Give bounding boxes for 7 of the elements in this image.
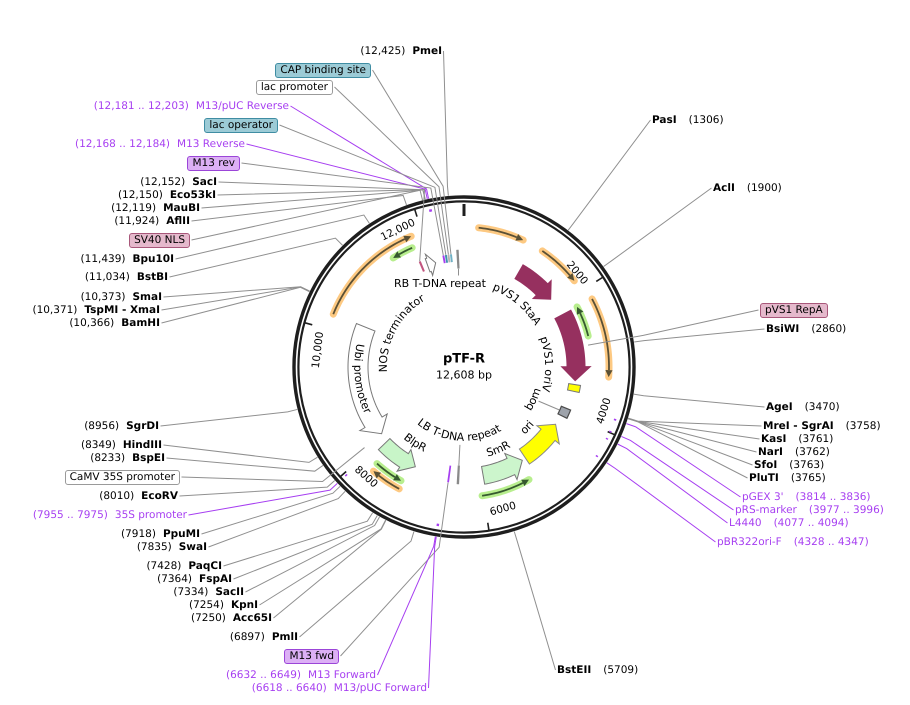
scale-label: 10,000 — [310, 330, 326, 369]
plasmid-name: pTF-R — [442, 352, 486, 366]
feature-label: ori — [518, 418, 537, 437]
plasmid-size: 12,608 bp — [436, 368, 492, 382]
scale-label: 4000 — [594, 396, 614, 426]
scale-label: 6000 — [488, 499, 518, 518]
feature-label: SmR — [484, 438, 512, 460]
